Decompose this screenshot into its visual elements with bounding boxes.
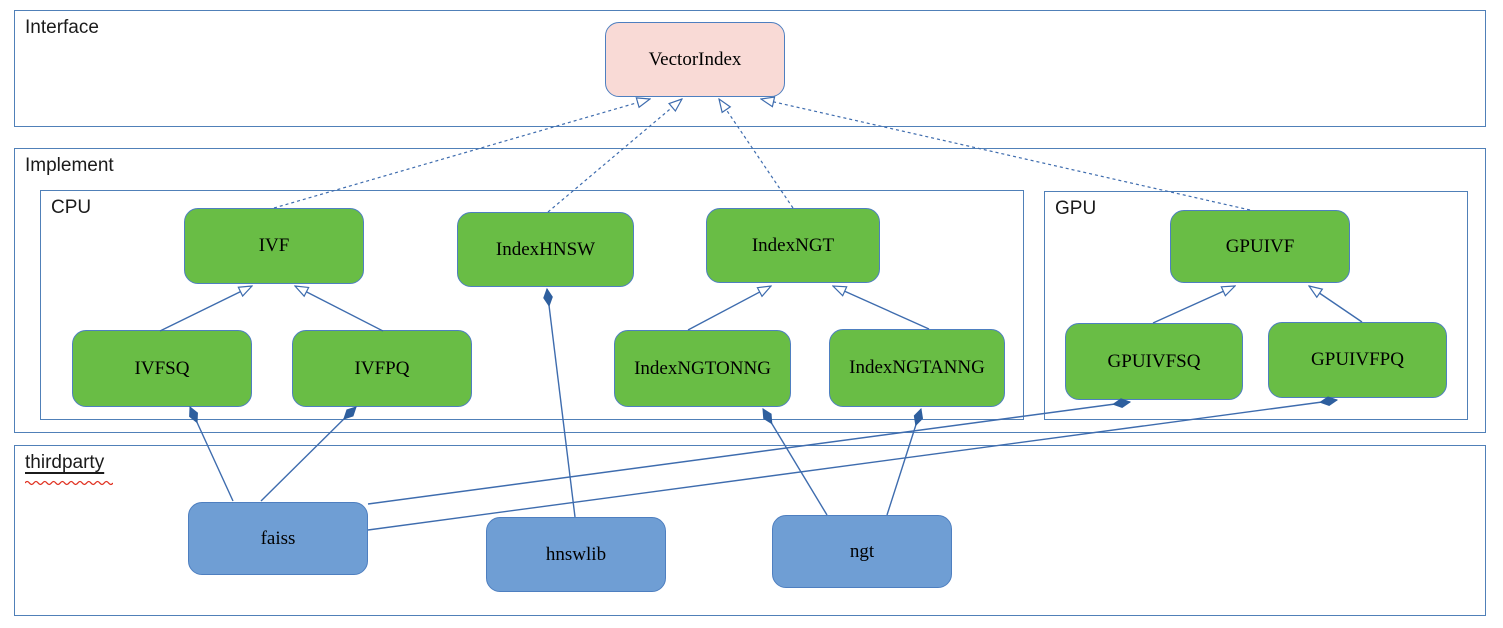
node-faiss: faiss: [188, 502, 368, 575]
container-label-gpu: GPU: [1055, 198, 1097, 219]
node-indexngtonng: IndexNGTONNG: [614, 330, 791, 407]
node-ngt: ngt: [772, 515, 952, 588]
node-indexngt: IndexNGT: [706, 208, 880, 283]
node-gpuivfsq: GPUIVFSQ: [1065, 323, 1243, 400]
node-gpuivf: GPUIVF: [1170, 210, 1350, 283]
container-label-cpu: CPU: [51, 197, 92, 218]
node-ivfpq: IVFPQ: [292, 330, 472, 407]
container-label-interface: Interface: [25, 17, 99, 38]
node-gpuivfpq: GPUIVFPQ: [1268, 322, 1447, 398]
node-hnswlib: hnswlib: [486, 517, 666, 592]
spellcheck-squiggle-icon: [25, 480, 113, 486]
node-ivf: IVF: [184, 208, 364, 284]
node-indexhnsw: IndexHNSW: [457, 212, 634, 287]
container-label-implement: Implement: [25, 155, 114, 176]
node-ivfsq: IVFSQ: [72, 330, 252, 407]
node-indexngtanng: IndexNGTANNG: [829, 329, 1005, 407]
node-vectorindex: VectorIndex: [605, 22, 785, 97]
container-label-thirdparty: thirdparty: [25, 452, 113, 486]
thirdparty-label-text: thirdparty: [25, 452, 105, 473]
